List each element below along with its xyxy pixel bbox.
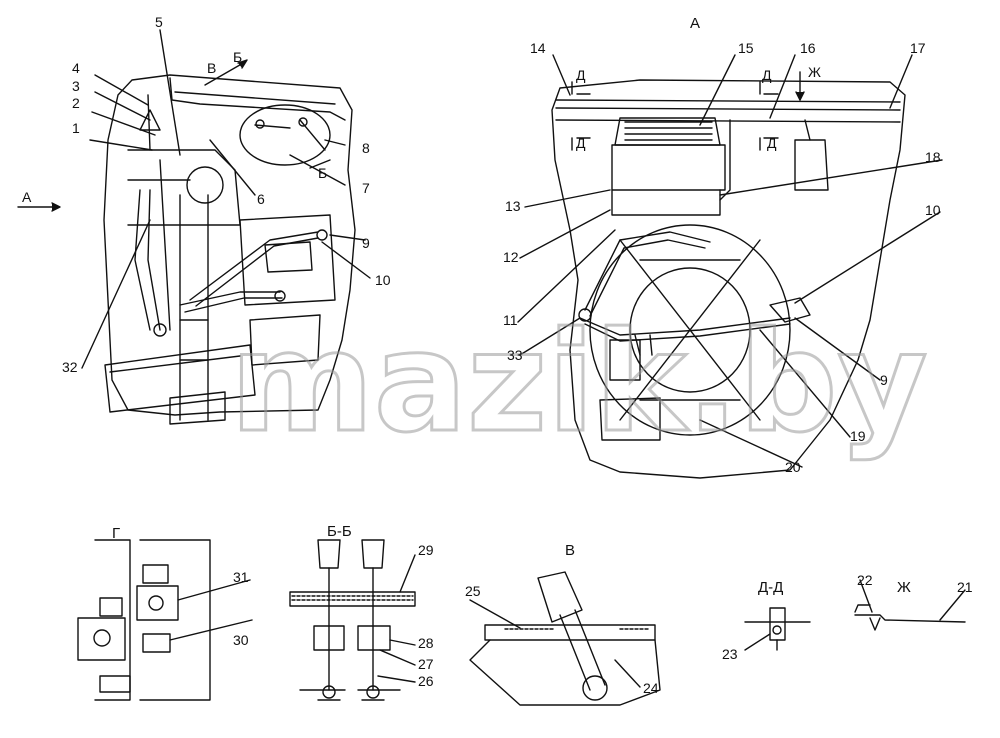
- callout-r-10: 10: [925, 202, 941, 218]
- callout-25: 25: [465, 583, 481, 599]
- callout-7: 7: [362, 180, 370, 196]
- callout-8: 8: [362, 140, 370, 156]
- marker-v: В: [207, 60, 216, 76]
- callout-r-19: 19: [850, 428, 866, 444]
- view-title-a: А: [690, 15, 700, 32]
- view-title-bb: Б-Б: [327, 523, 352, 540]
- callout-3: 3: [72, 78, 80, 94]
- view-zh: [854, 579, 966, 631]
- marker-zh: Ж: [808, 64, 821, 80]
- marker-d-left-lower: Д: [576, 135, 586, 151]
- callout-32: 32: [62, 359, 78, 375]
- callout-29: 29: [418, 542, 434, 558]
- callout-27: 27: [418, 656, 434, 672]
- callout-r-14: 14: [530, 40, 546, 56]
- callout-r-12: 12: [503, 249, 519, 265]
- view-title-dd: Д-Д: [758, 579, 783, 596]
- view-title-g: Г: [112, 525, 120, 542]
- view-dd: [744, 607, 811, 651]
- callout-2: 2: [72, 95, 80, 111]
- callout-r-9: 9: [880, 372, 888, 388]
- callout-1: 1: [72, 120, 80, 136]
- callout-10: 10: [375, 272, 391, 288]
- callout-24: 24: [643, 680, 659, 696]
- marker-d-left: Д: [576, 67, 586, 83]
- marker-b-bottom: Б: [318, 165, 327, 181]
- callout-21: 21: [957, 579, 973, 595]
- callout-r-13: 13: [505, 198, 521, 214]
- detail-view-callouts: 30 31 26 27 28 29 24 25 23 21 22: [233, 542, 973, 696]
- marker-b-top: Б: [233, 49, 242, 65]
- callout-28: 28: [418, 635, 434, 651]
- callout-26: 26: [418, 673, 434, 689]
- watermark-text: mazik.by: [230, 302, 927, 463]
- view-g: [77, 539, 253, 701]
- callout-r-17: 17: [910, 40, 926, 56]
- callout-4: 4: [72, 60, 80, 76]
- callout-r-11: 11: [503, 312, 518, 328]
- callout-r-15: 15: [738, 40, 754, 56]
- view-bb: [289, 539, 416, 701]
- callout-5: 5: [155, 14, 163, 30]
- callout-r-33: 33: [507, 347, 523, 363]
- view-titles: А Г Б-Б В Д-Д Ж: [112, 15, 911, 596]
- view-title-v: В: [565, 542, 575, 559]
- right-main-view: [517, 54, 943, 479]
- section-markers: А Б Б В Д Д Д Д Ж: [22, 49, 821, 205]
- callout-r-18: 18: [925, 149, 941, 165]
- right-view-callouts: 9 10 11 12 13 14 15 16 17 18 19 20 33: [503, 40, 941, 475]
- view-title-zh: Ж: [897, 579, 911, 596]
- left-main-view: [17, 29, 371, 425]
- marker-d-mid: Д: [762, 67, 772, 83]
- callout-r-16: 16: [800, 40, 816, 56]
- left-view-callouts: 1 2 3 4 5 6 7 8 9 10 32: [62, 14, 391, 375]
- callout-30: 30: [233, 632, 249, 648]
- callout-23: 23: [722, 646, 738, 662]
- callout-22: 22: [857, 572, 873, 588]
- callout-9: 9: [362, 235, 370, 251]
- marker-arrow-a: А: [22, 189, 32, 205]
- callout-r-20: 20: [785, 459, 801, 475]
- view-v: [469, 571, 661, 706]
- marker-d-mid-lower: Д: [767, 135, 777, 151]
- callout-31: 31: [233, 569, 249, 585]
- callout-6: 6: [257, 191, 265, 207]
